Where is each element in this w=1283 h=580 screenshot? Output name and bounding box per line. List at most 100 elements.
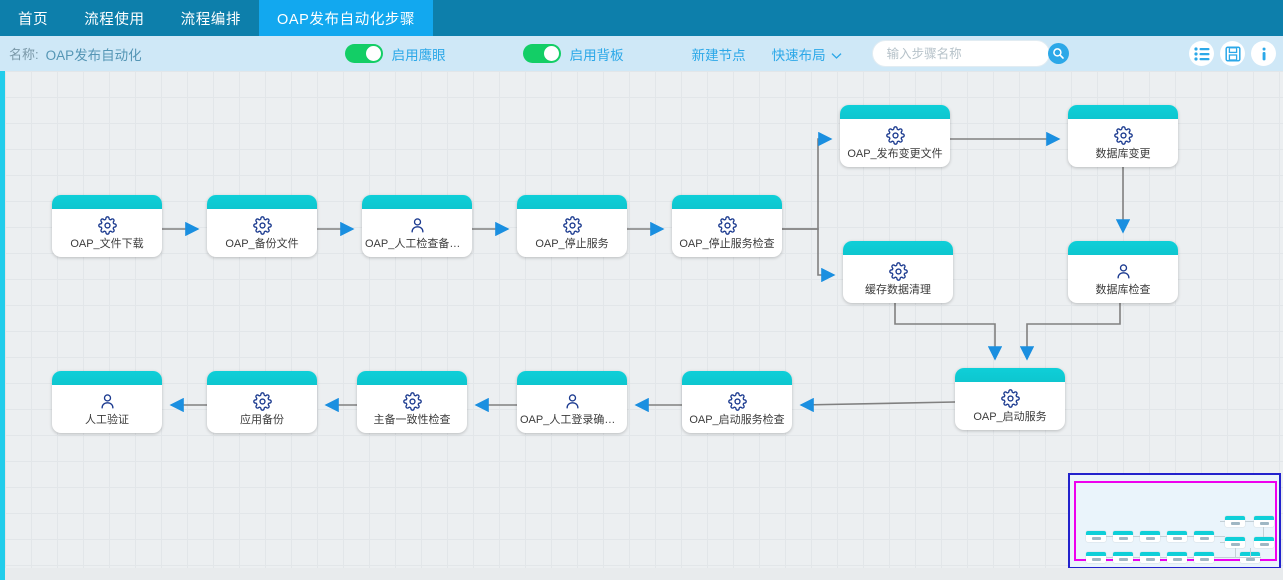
- node-body: 数据库变更: [1068, 119, 1178, 167]
- minimap-node-header: [1194, 531, 1214, 535]
- gear-icon: [1113, 125, 1133, 145]
- flow-node[interactable]: 数据库变更: [1068, 105, 1178, 167]
- flow-node[interactable]: OAP_备份文件: [207, 195, 317, 257]
- list-icon[interactable]: [1189, 41, 1214, 66]
- node-body: OAP_启动服务: [955, 382, 1065, 430]
- flow-node[interactable]: OAP_人工检查备份...: [362, 195, 472, 257]
- minimap-node: [1254, 537, 1274, 548]
- flow-node[interactable]: 主备一致性检查: [357, 371, 467, 433]
- minimap-node: [1225, 537, 1245, 548]
- node-body: OAP_人工登录确认...: [517, 385, 627, 433]
- flow-node[interactable]: OAP_启动服务检查: [682, 371, 792, 433]
- save-icon[interactable]: [1220, 41, 1245, 66]
- minimap[interactable]: [1068, 473, 1281, 568]
- minimap-node: [1086, 552, 1106, 563]
- flow-node[interactable]: 人工验证: [52, 371, 162, 433]
- gear-icon: [1000, 388, 1020, 408]
- eagle-eye-toggle[interactable]: [344, 44, 383, 63]
- flow-canvas[interactable]: OAP_文件下载 OAP_备份文件 OAP_人工检查备份... OAP_停止服务 OAP…: [0, 71, 1283, 568]
- backboard-toggle[interactable]: [522, 44, 561, 63]
- gear-icon: [252, 391, 272, 411]
- flow-node[interactable]: OAP_人工登录确认...: [517, 371, 627, 433]
- minimap-edge: [1220, 542, 1225, 543]
- minimap-node-label: [1145, 536, 1155, 540]
- minimap-edge: [1214, 536, 1225, 537]
- node-body: OAP_文件下载: [52, 209, 162, 257]
- tab-oap-release-steps[interactable]: OAP发布自动化步骤: [259, 0, 434, 36]
- edge: [799, 397, 956, 413]
- person-icon: [408, 215, 427, 235]
- flow-node[interactable]: 应用备份: [207, 371, 317, 433]
- node-label: 缓存数据清理: [865, 284, 931, 296]
- new-node-button[interactable]: 新建节点: [691, 47, 746, 63]
- flow-node[interactable]: OAP_启动服务: [955, 368, 1065, 430]
- tab-process-usage[interactable]: 流程使用: [66, 0, 163, 36]
- gear-icon: [885, 125, 905, 145]
- edge: [782, 228, 836, 283]
- node-body: 应用备份: [207, 385, 317, 433]
- minimap-node-header: [1254, 516, 1274, 520]
- search-input[interactable]: [886, 46, 1048, 61]
- node-label: OAP_停止服务: [535, 238, 609, 250]
- minimap-node-label: [1145, 557, 1155, 561]
- node-body: OAP_启动服务检查: [682, 385, 792, 433]
- minimap-node-header: [1194, 552, 1214, 556]
- flow-node[interactable]: OAP_文件下载: [52, 195, 162, 257]
- flow-node[interactable]: OAP_停止服务: [517, 195, 627, 257]
- flow-node[interactable]: OAP_停止服务检查: [672, 195, 782, 257]
- node-body: 人工验证: [52, 385, 162, 433]
- node-label: 主备一致性检查: [373, 414, 451, 426]
- minimap-node-label: [1230, 542, 1240, 546]
- quick-layout-dropdown[interactable]: 快速布局: [772, 44, 842, 64]
- node-header: [955, 368, 1065, 382]
- minimap-node: [1225, 516, 1245, 527]
- person-icon: [98, 391, 117, 411]
- minimap-edge: [1133, 557, 1140, 558]
- minimap-node-header: [1113, 552, 1133, 556]
- minimap-node-label: [1199, 536, 1209, 540]
- minimap-edge: [1235, 557, 1261, 558]
- minimap-node: [1167, 531, 1187, 542]
- minimap-edge: [1187, 557, 1194, 558]
- info-icon[interactable]: [1251, 41, 1276, 66]
- gear-icon: [252, 215, 272, 235]
- flow-node[interactable]: 数据库检查: [1068, 241, 1178, 303]
- node-body: OAP_发布变更文件: [840, 119, 950, 167]
- minimap-edge: [1235, 548, 1236, 557]
- node-label: OAP_停止服务检查: [679, 238, 775, 250]
- minimap-edge: [1220, 521, 1225, 522]
- minimap-node: [1194, 531, 1214, 542]
- tab-process-orchestration[interactable]: 流程编排: [162, 0, 260, 36]
- minimap-node-header: [1113, 531, 1133, 535]
- minimap-node: [1140, 531, 1160, 542]
- gear-icon: [402, 391, 422, 411]
- node-header: [517, 371, 627, 385]
- minimap-node-header: [1225, 516, 1245, 520]
- tab-home[interactable]: 首页: [0, 0, 67, 36]
- quick-layout-label: 快速布局: [771, 47, 826, 63]
- node-label: OAP_备份文件: [225, 238, 299, 250]
- minimap-edge: [1160, 557, 1167, 558]
- minimap-node: [1113, 531, 1133, 542]
- node-body: OAP_备份文件: [207, 209, 317, 257]
- node-label: OAP_人工登录确认...: [520, 414, 624, 426]
- minimap-node-header: [1225, 537, 1245, 541]
- node-body: 数据库检查: [1068, 255, 1178, 303]
- backboard-label: 启用背板: [569, 47, 624, 63]
- flow-node[interactable]: OAP_发布变更文件: [840, 105, 950, 167]
- search-button[interactable]: [1047, 43, 1069, 64]
- edge: [1019, 303, 1121, 361]
- node-header: [1068, 105, 1178, 119]
- node-header: [357, 371, 467, 385]
- search-box[interactable]: [871, 40, 1069, 67]
- minimap-node-label: [1259, 521, 1269, 525]
- node-label: 人工验证: [85, 414, 129, 426]
- minimap-node: [1254, 516, 1274, 527]
- node-header: [207, 371, 317, 385]
- minimap-node-label: [1172, 536, 1182, 540]
- flow-node[interactable]: 缓存数据清理: [843, 241, 953, 303]
- node-header: [517, 195, 627, 209]
- eagle-eye-label: 启用鹰眼: [391, 47, 446, 63]
- node-header: [682, 371, 792, 385]
